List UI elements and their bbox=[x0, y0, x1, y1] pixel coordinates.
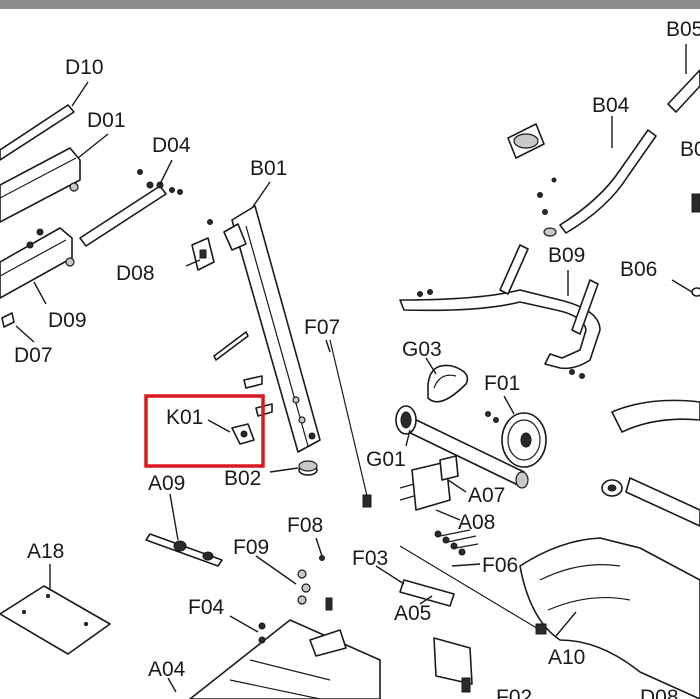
belt-g03 bbox=[427, 364, 469, 403]
k01-highlight-box bbox=[144, 394, 265, 468]
label-b04: B04 bbox=[592, 94, 630, 117]
label-a08: A08 bbox=[458, 511, 495, 534]
label-f07: F07 bbox=[304, 316, 340, 339]
cable-f03 bbox=[399, 545, 547, 635]
label-b06-top: B0 bbox=[680, 138, 700, 161]
label-a04: A04 bbox=[148, 658, 186, 681]
label-a10: A10 bbox=[548, 646, 585, 669]
hardware-f08-f09 bbox=[297, 555, 325, 605]
label-f04: F04 bbox=[188, 596, 225, 619]
leader-lines bbox=[15, 44, 693, 693]
bracket-d08 bbox=[191, 219, 215, 271]
header-bar bbox=[0, 0, 700, 9]
rod-a09 bbox=[145, 533, 223, 567]
flywheel-f01 bbox=[485, 411, 547, 468]
cable-f07 bbox=[329, 339, 372, 508]
label-g01: G01 bbox=[366, 448, 406, 471]
label-d01: D01 bbox=[87, 109, 126, 132]
handlebar-frame bbox=[399, 69, 700, 379]
label-d04: D04 bbox=[152, 134, 191, 157]
label-a07: A07 bbox=[468, 484, 505, 507]
label-f06: F06 bbox=[482, 554, 518, 577]
side-rail-assembly bbox=[0, 104, 81, 328]
label-d10: D10 bbox=[65, 56, 104, 79]
label-f03: F03 bbox=[352, 547, 388, 570]
label-k01: K01 bbox=[166, 406, 203, 429]
bolts-a08 bbox=[434, 529, 479, 556]
motor-cover-a10 bbox=[519, 537, 700, 699]
label-d08: D08 bbox=[116, 262, 155, 285]
rod-d04 bbox=[79, 169, 183, 247]
label-f02: F02 bbox=[496, 686, 532, 699]
upright-post-b01 bbox=[213, 205, 321, 453]
label-d07: D07 bbox=[14, 344, 53, 367]
roller-g01 bbox=[395, 405, 529, 489]
part-labels: D10 D01 D04 B01 B04 B05 B0 D08 D09 D07 B… bbox=[14, 18, 700, 699]
label-f01: F01 bbox=[484, 372, 520, 395]
label-f08: F08 bbox=[287, 514, 323, 537]
plate-a18 bbox=[0, 585, 111, 655]
label-b01: B01 bbox=[250, 157, 287, 180]
label-b09: B09 bbox=[548, 244, 585, 267]
part-k01 bbox=[144, 394, 265, 468]
label-g03: G03 bbox=[402, 338, 442, 361]
board-f02 bbox=[433, 637, 473, 693]
label-d09: D09 bbox=[48, 309, 87, 332]
label-d08-bottom: D08 bbox=[640, 686, 679, 699]
label-a09: A09 bbox=[148, 472, 185, 495]
base-frame-a04 bbox=[189, 597, 381, 699]
label-a18: A18 bbox=[27, 540, 64, 563]
motor-bracket-a07 bbox=[399, 455, 459, 511]
label-b06: B06 bbox=[620, 258, 657, 281]
plate-a05 bbox=[399, 579, 455, 607]
label-b05: B05 bbox=[666, 18, 700, 41]
right-frame-pieces bbox=[601, 399, 700, 527]
label-f09: F09 bbox=[233, 536, 269, 559]
label-a05: A05 bbox=[394, 602, 431, 625]
knob-b02 bbox=[298, 460, 318, 476]
label-b02: B02 bbox=[224, 467, 261, 490]
